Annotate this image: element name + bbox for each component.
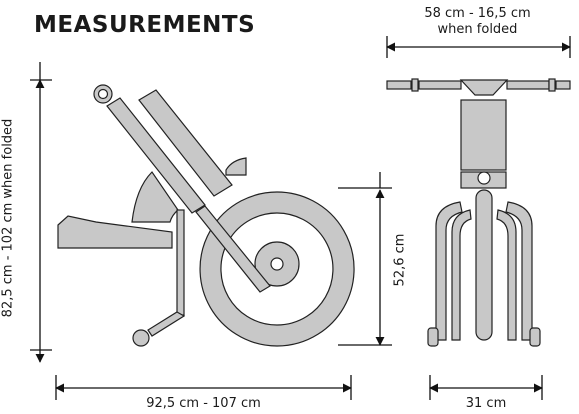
handlebar-left <box>386 80 412 90</box>
center-post <box>475 189 493 341</box>
width-label: 58 cm - 16,5 cm when folded <box>400 6 555 38</box>
handle-knob-inner <box>97 88 109 100</box>
width-label-line2: when folded <box>437 22 518 37</box>
frame-strut <box>195 205 271 293</box>
base-width-label: 31 cm <box>465 396 507 411</box>
left-arch-outer <box>435 201 463 341</box>
left-arch-inner <box>451 209 472 341</box>
right-arch-inner <box>496 209 517 341</box>
dimension-lines <box>30 36 571 400</box>
footrest-leg <box>147 311 186 337</box>
seat-cushion <box>57 215 173 249</box>
handlebar-grip-left <box>411 78 419 92</box>
wheel-height-text: 52,6 cm <box>392 233 408 287</box>
handlebar-center <box>459 79 509 96</box>
wheel-axle <box>270 257 284 271</box>
backrest-panel <box>460 99 507 171</box>
width-label-line1: 58 cm - 16,5 cm <box>424 6 531 21</box>
total-height-text: 82,5 cm - 102 cm when folded <box>0 118 16 318</box>
front-post <box>176 209 185 316</box>
handlebar-mid-right <box>506 80 550 90</box>
right-caster <box>529 327 541 347</box>
front-view <box>386 78 571 347</box>
side-view <box>57 84 355 347</box>
handlebar-grip-right <box>548 78 556 92</box>
handlebar-mid-left <box>418 80 462 90</box>
length-label: 92,5 cm - 107 cm <box>146 396 261 411</box>
left-caster <box>427 327 439 347</box>
front-caster <box>132 329 150 347</box>
right-arch-outer <box>505 201 533 341</box>
armrest-pad <box>225 157 247 176</box>
seat-band-knob <box>477 171 491 185</box>
handlebar-right <box>555 80 571 90</box>
backrest-bar-front <box>106 97 206 214</box>
page-title: MEASUREMENTS <box>34 12 256 38</box>
backrest-bar-rear <box>138 89 233 197</box>
